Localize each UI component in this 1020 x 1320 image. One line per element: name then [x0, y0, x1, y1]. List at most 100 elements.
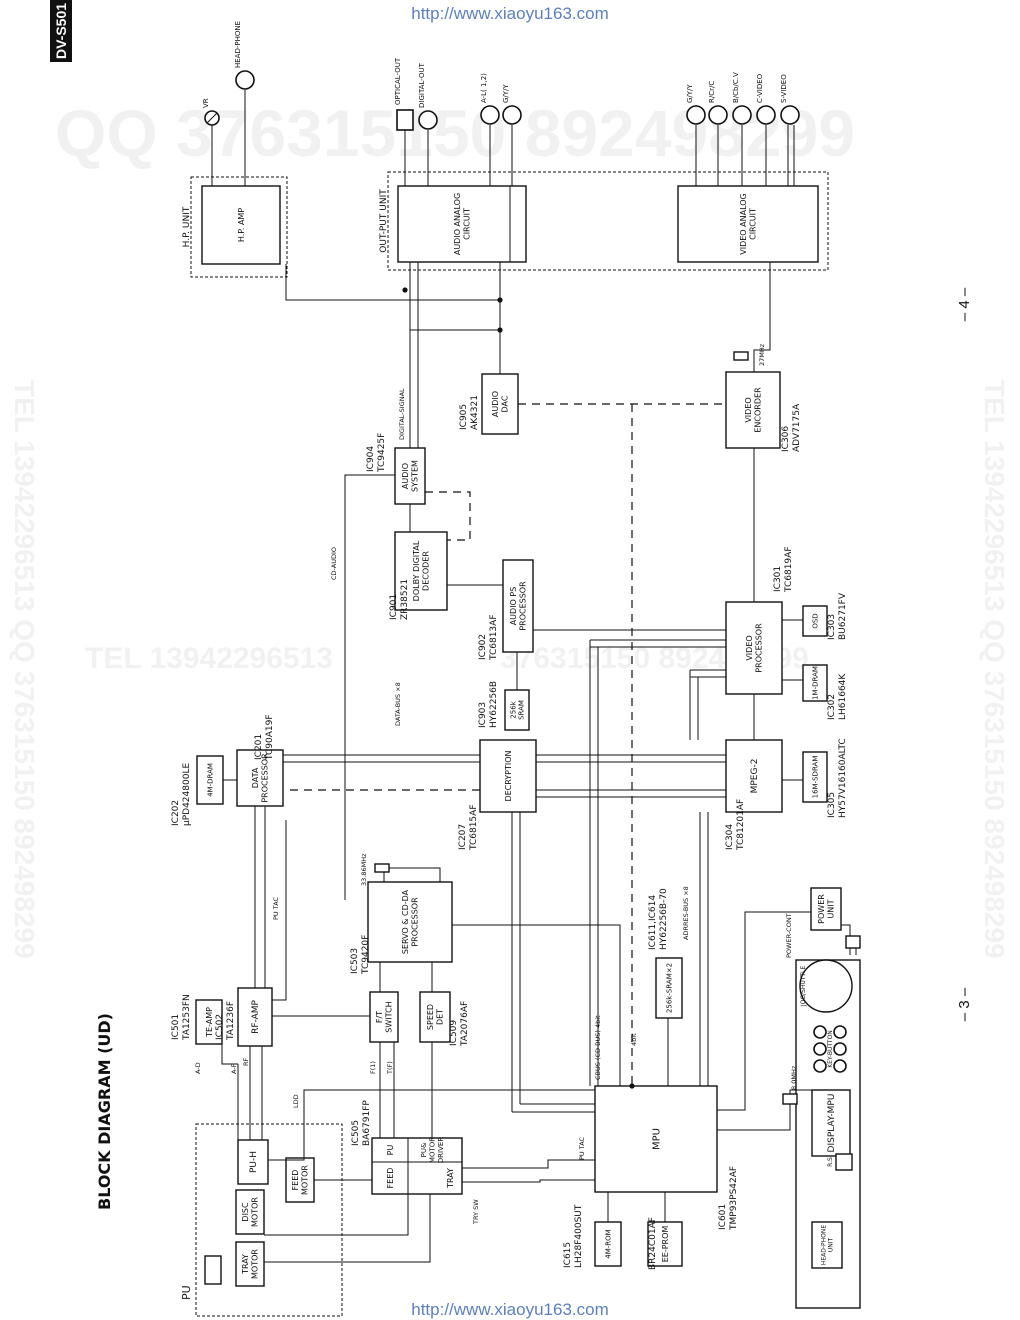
pu-tac-left-signal-label: PU TAC	[272, 896, 280, 920]
ic902-label: IC902TC6813AF	[478, 615, 499, 662]
cd-audio-signal-label: CD-AUDIO	[330, 547, 338, 580]
tf-signal-label: T(F)	[386, 1061, 394, 1075]
ic509-label: IC509TA2076AF	[449, 1001, 470, 1047]
driver-motor-label: PU&MOTORDRIVER	[420, 1137, 445, 1164]
dram4m-label: 4M-DRAM	[206, 763, 214, 797]
ic301-label: IC301TC6819AF	[773, 547, 794, 594]
video-enc-label: VIDEOENCORDER	[744, 387, 763, 433]
key-button-5[interactable]	[833, 1042, 847, 1056]
pu-tac-mid-signal-label: PU TAC	[578, 1136, 586, 1160]
output-unit-label: OUT-PUT UNIT	[379, 189, 389, 253]
ic207-label: IC207TC6815AF	[458, 805, 479, 852]
driver-box	[371, 1137, 463, 1195]
mpeg2-box	[725, 739, 783, 813]
hp-amp-label: H.P. AMP	[237, 208, 246, 242]
power-unit-box	[810, 887, 842, 931]
video-gyy-output-label: G/Y/Y	[686, 84, 694, 103]
ic302-label: IC302LH61664K	[827, 673, 848, 720]
xtal-servo-signal-label: 33.86MHz	[360, 853, 368, 886]
headphone-unit-label: HEAD-PHONEUNIT	[821, 1225, 835, 1266]
jog-shuttle-knob[interactable]	[799, 959, 853, 1013]
video-proc-label: VIDEOPROCESSOR	[745, 623, 764, 673]
rs-label: R.S	[827, 1157, 834, 1167]
bit4-signal-label: 4bit	[630, 1033, 638, 1046]
title: BLOCK DIAGRAM (UD)	[95, 1013, 114, 1210]
key-button-3[interactable]	[813, 1059, 827, 1073]
sram256k-box	[504, 689, 530, 731]
mpeg2-label: MPEG-2	[750, 759, 760, 794]
key-button-6[interactable]	[833, 1059, 847, 1073]
ic303-label: IC303BU6271FV	[827, 592, 848, 640]
video-analog-label: VIDEO ANALOGCIRCUIT	[739, 193, 758, 254]
jog-shuttle-label: JOG/SHUTTLE	[800, 966, 807, 1007]
hp-unit-label: H.P. UNIT	[182, 206, 192, 247]
audio-l-jack[interactable]	[480, 105, 500, 125]
video-rcc-jack[interactable]	[708, 105, 728, 125]
feed-motor-box	[285, 1157, 315, 1203]
key-button-4[interactable]	[833, 1025, 847, 1039]
speed-det-box	[419, 991, 451, 1043]
key-button-2[interactable]	[813, 1042, 827, 1056]
ft-switch-label: F/TSWITCH	[375, 1001, 394, 1032]
key-button-1[interactable]	[813, 1025, 827, 1039]
video-analog-box	[677, 185, 819, 263]
pu-label: PU	[180, 1285, 193, 1300]
ic502-label: IC502TA1236F	[215, 1001, 236, 1041]
c-video-jack[interactable]	[756, 105, 776, 125]
sram256kx2-label: 256k-SRAM×2	[665, 963, 673, 1013]
osd-label: OSD	[811, 613, 819, 628]
digital-signal-signal-label: DIGITAL-SIGNAL	[398, 388, 406, 440]
audio-dac-label: AUDIODAC	[491, 391, 510, 417]
audio-ps-box	[502, 559, 534, 653]
audio-gyy-jack[interactable]	[502, 105, 522, 125]
te-amp-box	[195, 999, 223, 1045]
digital-out-jack[interactable]	[418, 110, 438, 130]
sram256kx2-box	[655, 957, 683, 1019]
pickup-lens-box	[204, 1255, 222, 1285]
servo-box	[367, 881, 453, 963]
xtal-video-signal-label: 27MHz	[758, 343, 766, 366]
ic305-label: IC305HY57V16160ALTC	[827, 738, 848, 818]
ic611-label: IC611,IC614HY62256B-70	[648, 888, 669, 950]
ic304-label: IC304TC81201AF	[725, 799, 746, 851]
pu-unit-frame	[195, 1123, 343, 1317]
ic903-label: IC903HY62256B	[478, 681, 499, 728]
sdram16m-label: 16M-SDRAM	[811, 756, 819, 799]
dram1m-label: 1M-DRAM	[811, 666, 819, 700]
mpu-label: MPU	[652, 1128, 663, 1150]
output-unit-frame	[387, 171, 829, 271]
ad-signal-label: A-D	[194, 1062, 202, 1074]
c-video-output-label: C-VIDEO	[756, 73, 764, 103]
display-mpu-box	[811, 1089, 851, 1157]
ic901-label: IC901ZR38521	[389, 579, 410, 620]
servo-label: SERVO & CD-DAPROCESSOR	[401, 889, 420, 954]
f1-signal-label: F(1)	[369, 1061, 377, 1074]
optical-out-jack[interactable]	[396, 109, 414, 131]
video-encorder-box	[725, 371, 781, 449]
power-unit-label: POWERUNIT	[817, 894, 836, 924]
video-gyy-jack[interactable]	[686, 105, 706, 125]
s-video-jack[interactable]	[780, 105, 800, 125]
rf-amp-box	[237, 987, 273, 1047]
optical-out-output-label: OPTICAL-OUT	[394, 57, 402, 105]
source-url-top[interactable]: http://www.xiaoyu163.com	[411, 4, 609, 23]
source-url-bottom[interactable]: http://www.xiaoyu163.com	[411, 1300, 609, 1319]
ic505-label: IC505BA6791FP	[351, 1100, 372, 1146]
decryption-label: DECRYPTION	[504, 750, 513, 801]
power-plug-icon	[845, 935, 861, 949]
headphone-jack[interactable]	[235, 70, 255, 90]
tray-motor-label: TRAYMOTOR	[241, 1249, 260, 1279]
xtal-display-signal-label: 8.0MHz	[790, 1065, 798, 1090]
model-tag: DV-S501	[50, 0, 72, 62]
dram1m-box	[802, 664, 828, 702]
eeprom-label: EE-PROM	[661, 1226, 670, 1263]
vr-output-label: VR	[202, 98, 210, 108]
video-bcb-jack[interactable]	[732, 105, 752, 125]
diagram-labels: BLOCK DIAGRAM (UD)PUPU-HFEEDMOTORDISCMOT…	[95, 21, 848, 1300]
digital-out-output-label: DIGITAL-OUT	[418, 62, 426, 108]
ft-switch-box	[369, 991, 399, 1043]
audio-ps-label: AUDIO PSPROCESSOR	[509, 581, 528, 631]
rom4m-label: 4M-ROM	[604, 1229, 612, 1258]
audio-system-box	[394, 447, 426, 505]
feed-motor-label: FEEDMOTOR	[291, 1165, 310, 1195]
